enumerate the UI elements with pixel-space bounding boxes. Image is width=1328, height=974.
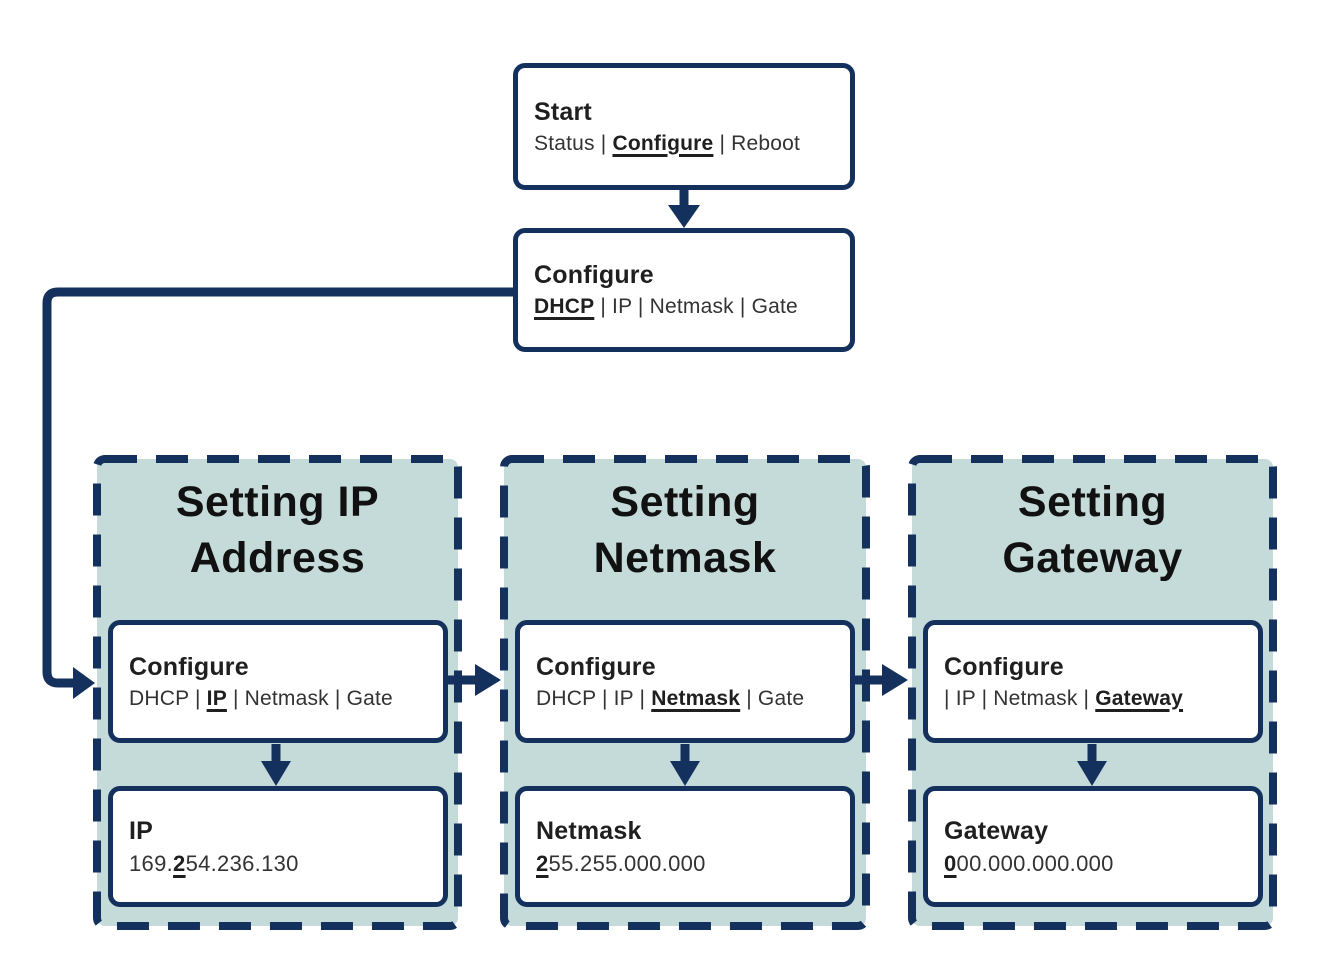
start-node-menu: Status | Configure | Reboot <box>534 132 842 156</box>
menu-text-after: | IP | Netmask | Gate <box>594 295 798 318</box>
ip-value-node: IP 169.254.236.130 <box>108 786 448 907</box>
group-title-line1: Setting <box>1017 478 1168 526</box>
menu-item-configure-selected: Configure <box>612 131 714 155</box>
menu-item-gateway-selected: Gateway <box>1095 686 1184 710</box>
setting-netmask-configure-node: Configure DHCP | IP | Netmask | Gate <box>515 620 855 743</box>
connector-configure-to-setting-ip <box>42 287 513 699</box>
group-title-line1: Setting IP <box>175 478 380 526</box>
menu-text-after: | Netmask | Gate <box>226 686 393 710</box>
configure-node: Configure DHCP | IP | Netmask | Gate <box>513 228 855 352</box>
arrow-setting-netmask-to-gateway <box>853 664 908 696</box>
value-text-before: 169. <box>129 850 174 876</box>
node-menu: | IP | Netmask | Gateway <box>944 687 1250 711</box>
value-digit-selected: 2 <box>536 850 549 876</box>
ip-value: 169.254.236.130 <box>129 851 435 877</box>
group-title-setting-gateway: Setting Gateway <box>912 475 1273 587</box>
arrow-configure-to-gateway-value <box>1077 744 1107 786</box>
configure-node-title: Configure <box>534 261 654 289</box>
group-title-line2: Gateway <box>1002 533 1183 582</box>
node-title: Gateway <box>944 816 1049 845</box>
group-title-setting-netmask: Setting Netmask <box>504 475 866 587</box>
menu-text-before: | IP | Netmask | <box>944 686 1096 710</box>
netmask-value: 255.255.000.000 <box>536 851 842 877</box>
group-title-line2: Netmask <box>593 533 777 582</box>
netmask-value-node: Netmask 255.255.000.000 <box>515 786 855 907</box>
gateway-value-node: Gateway 000.000.000.000 <box>923 786 1263 907</box>
start-node-title: Start <box>534 97 592 126</box>
value-digit-selected: 2 <box>173 850 186 876</box>
arrow-configure-to-ip-value <box>261 744 291 786</box>
value-text-after: 00.000.000.000 <box>956 850 1114 876</box>
node-title: Netmask <box>536 816 642 845</box>
value-text-after: 55.255.000.000 <box>548 850 706 876</box>
node-menu: DHCP | IP | Netmask | Gate <box>536 687 842 711</box>
node-title: Configure <box>536 652 656 681</box>
group-title-line2: Address <box>189 533 366 582</box>
menu-text-before: DHCP | <box>129 686 207 710</box>
value-digit-selected: 0 <box>944 850 957 876</box>
node-title: IP <box>129 816 154 845</box>
arrow-configure-to-netmask-value <box>670 744 700 786</box>
gateway-value: 000.000.000.000 <box>944 851 1250 877</box>
node-title: Configure <box>944 652 1064 681</box>
group-title-line1: Setting <box>610 478 760 526</box>
arrow-start-to-configure <box>668 190 700 228</box>
node-menu: DHCP | IP | Netmask | Gate <box>129 687 435 711</box>
arrow-setting-ip-to-netmask <box>446 664 501 696</box>
node-title: Configure <box>129 652 249 681</box>
menu-item-ip-selected: IP <box>206 686 227 710</box>
configure-node-menu: DHCP | IP | Netmask | Gate <box>534 295 842 319</box>
start-node: Start Status | Configure | Reboot <box>513 63 855 190</box>
value-text-after: 54.236.130 <box>185 850 299 876</box>
group-title-setting-ip: Setting IP Address <box>97 475 458 587</box>
setting-gateway-configure-node: Configure | IP | Netmask | Gateway <box>923 620 1263 743</box>
menu-item-netmask-selected: Netmask <box>651 686 741 710</box>
setting-ip-configure-node: Configure DHCP | IP | Netmask | Gate <box>108 620 448 743</box>
menu-text-after: | Gate <box>740 686 805 710</box>
menu-item-dhcp-selected: DHCP <box>534 295 595 318</box>
menu-text-after: | Reboot <box>713 131 801 155</box>
menu-text-before: Status | <box>534 131 613 155</box>
menu-text-before: DHCP | IP | <box>536 686 652 710</box>
